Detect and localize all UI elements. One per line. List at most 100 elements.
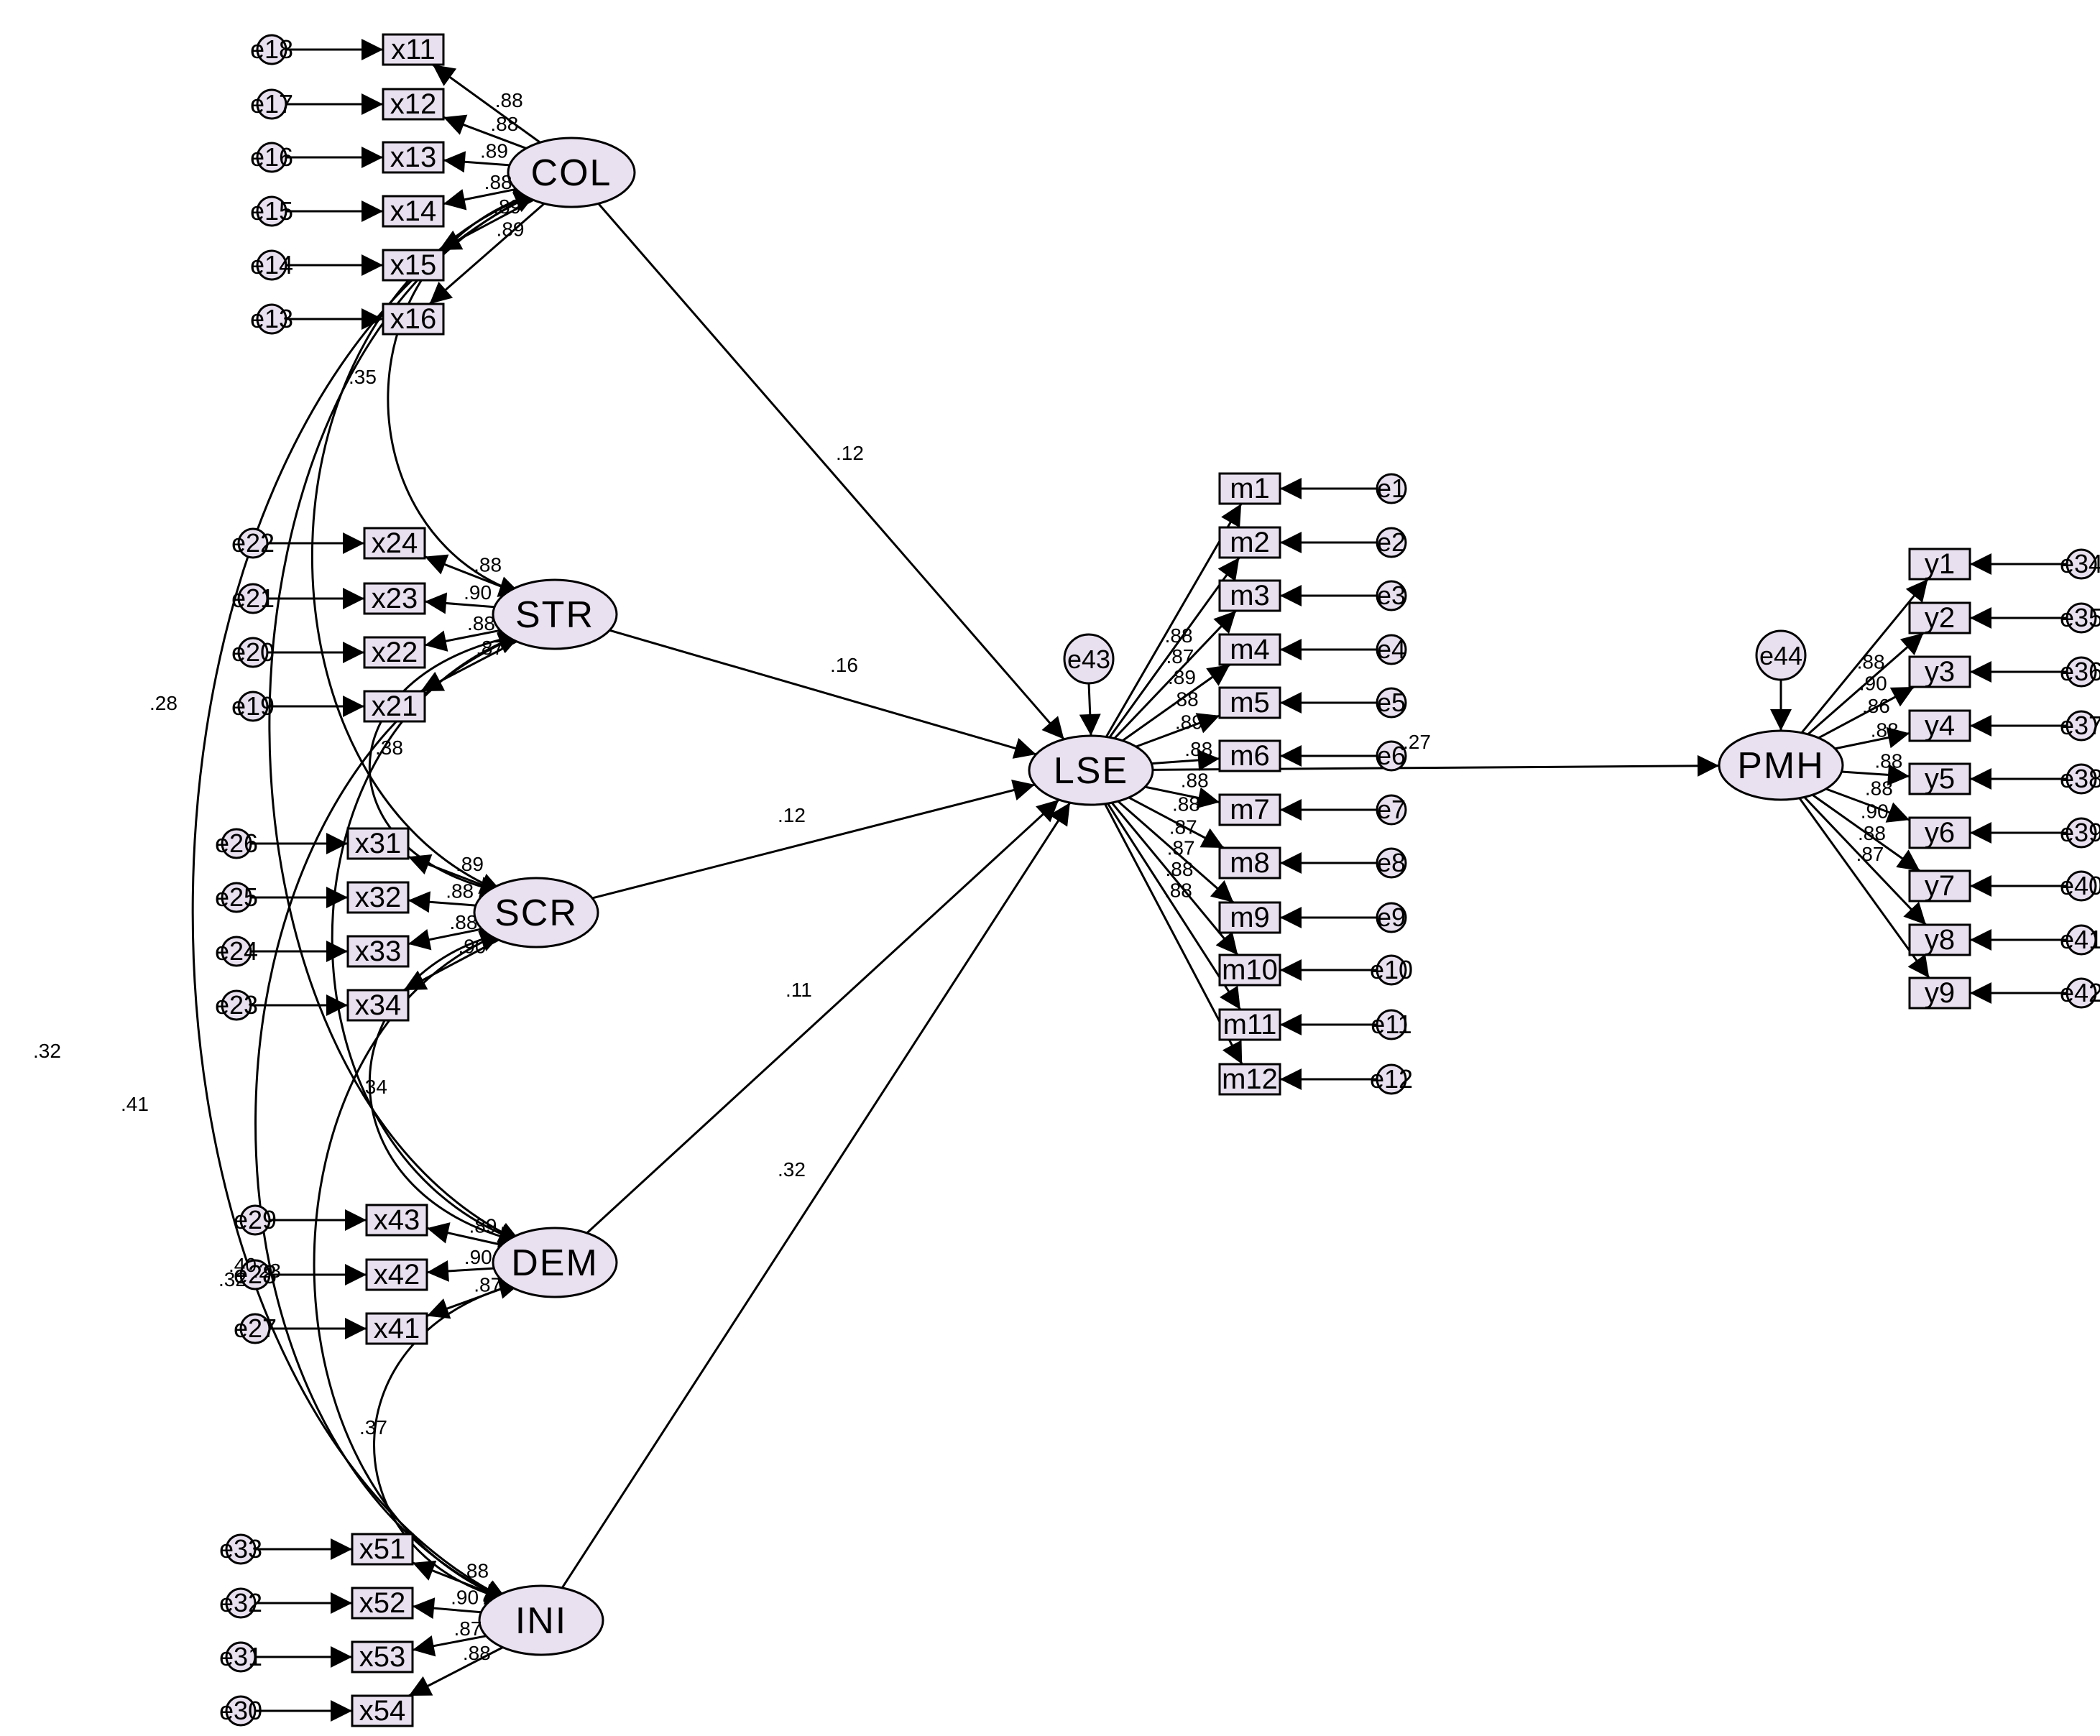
error-term-circle: [239, 1313, 271, 1344]
latent-str: [492, 578, 618, 650]
error-term-circle: [2066, 710, 2097, 742]
indicator-label: m6: [1230, 740, 1270, 772]
loading-coef: .89: [469, 1215, 497, 1237]
error-term-circle: [2066, 870, 2097, 902]
indicator-label: x16: [390, 303, 437, 335]
loading-path: [420, 640, 517, 693]
indicator-box: [1908, 762, 1971, 795]
indicator-box: [1218, 472, 1281, 505]
loading-coef: .88: [1165, 858, 1193, 880]
error-term-circle: [2066, 763, 2097, 795]
covariance-scr-dem: [368, 928, 522, 1247]
loading-path: [1108, 557, 1240, 739]
loading-path: [1841, 764, 1910, 786]
error-term-label: e40: [2060, 871, 2100, 900]
covariance-coef: .37: [359, 1416, 387, 1439]
loading-coef: .88: [446, 879, 474, 902]
indicator-label: x43: [374, 1204, 420, 1236]
indicator-label: x32: [355, 882, 402, 913]
loading-coef: .89: [493, 195, 521, 218]
error-term-label: e19: [231, 691, 275, 721]
loading-path: [403, 938, 499, 992]
indicator-box: [365, 1312, 428, 1345]
loading-path: [1798, 797, 1930, 979]
error-term-label: e36: [2060, 657, 2100, 686]
error-term-label: e7: [1377, 795, 1406, 824]
error-term-circle: [2066, 656, 2097, 688]
indicator-label: m12: [1222, 1063, 1278, 1095]
error-term-label: e1: [1377, 474, 1406, 503]
indicator-box: [382, 195, 445, 228]
indicator-box: [351, 1587, 414, 1620]
error-term-label: e31: [219, 1642, 262, 1671]
error-term-circle: [256, 303, 287, 335]
indicator-box: [346, 827, 410, 860]
covariance-col-dem: [268, 192, 538, 1243]
error-term-label: e27: [234, 1313, 277, 1343]
loading-path: [407, 891, 476, 913]
error-term-label: e16: [250, 142, 293, 172]
latent-label: COL: [531, 152, 612, 194]
loading-path: [428, 203, 545, 305]
error-term-label: e28: [234, 1260, 277, 1289]
indicator-box: [1218, 526, 1281, 559]
path-coef: .12: [778, 804, 806, 826]
indicator-label: m8: [1230, 847, 1270, 879]
indicator-box: [363, 527, 426, 560]
path-coef: .27: [1403, 731, 1431, 753]
indicator-label: y3: [1925, 656, 1955, 688]
error-term-circle: [2066, 548, 2097, 580]
path-layer: [251, 39, 2067, 1722]
indicator-label: x52: [359, 1587, 406, 1619]
loading-coef: .88: [1164, 879, 1192, 901]
indicator-box: [1908, 923, 1971, 956]
indicator-label: x51: [359, 1533, 406, 1565]
loading-path: [1107, 803, 1242, 1010]
indicator-label: m9: [1230, 902, 1270, 933]
disturbance-circle: [1755, 629, 1807, 681]
indicator-box: [382, 249, 445, 282]
error-term-circle: [1376, 580, 1407, 611]
path-col-lse: [597, 203, 1065, 740]
latent-label: PMH: [1737, 745, 1825, 787]
loading-path: [426, 1222, 502, 1246]
latent-ini: [478, 1584, 604, 1656]
loading-path: [438, 199, 534, 251]
indicator-box: [363, 582, 426, 615]
indicator-label: m11: [1223, 1009, 1277, 1040]
error-term-label: e9: [1377, 902, 1406, 932]
latent-col: [507, 137, 636, 208]
indicator-label: x23: [372, 583, 418, 614]
error-term-label: e38: [2060, 764, 2100, 793]
error-term-circle: [221, 882, 252, 913]
indicator-label: y4: [1925, 710, 1955, 742]
indicator-box: [1218, 1063, 1281, 1096]
indicator-label: x41: [374, 1313, 420, 1344]
error-term-label: e12: [1370, 1064, 1413, 1094]
latent-label: SCR: [494, 892, 578, 934]
loading-path: [1128, 796, 1225, 849]
error-term-label: e10: [1370, 955, 1413, 984]
covariance-coef: .32: [218, 1268, 247, 1291]
path-coef: .16: [830, 654, 858, 676]
loading-path: [424, 629, 501, 652]
loading-path: [412, 1597, 482, 1620]
error-term-circle: [225, 1533, 257, 1565]
loading-coef: .87: [476, 637, 504, 659]
indicator-label: x33: [355, 936, 402, 967]
error-term-circle: [221, 989, 252, 1021]
error-term-circle: [256, 142, 287, 173]
loading-coef: .88: [1857, 651, 1885, 673]
indicator-label: y9: [1925, 977, 1955, 1009]
loading-coef: .87: [1856, 843, 1884, 865]
loading-path: [424, 592, 495, 614]
error-term-circle: [1376, 902, 1407, 933]
loading-path: [1818, 685, 1915, 739]
latent-pmh: [1718, 729, 1844, 801]
loading-coef: .88: [463, 1642, 491, 1664]
loading-coef: .88: [1871, 719, 1899, 742]
error-term-label: e39: [2060, 818, 2100, 847]
error-term-circle: [1376, 954, 1407, 986]
loading-coef: .90: [451, 1587, 479, 1609]
loading-coef: .90: [464, 581, 492, 604]
